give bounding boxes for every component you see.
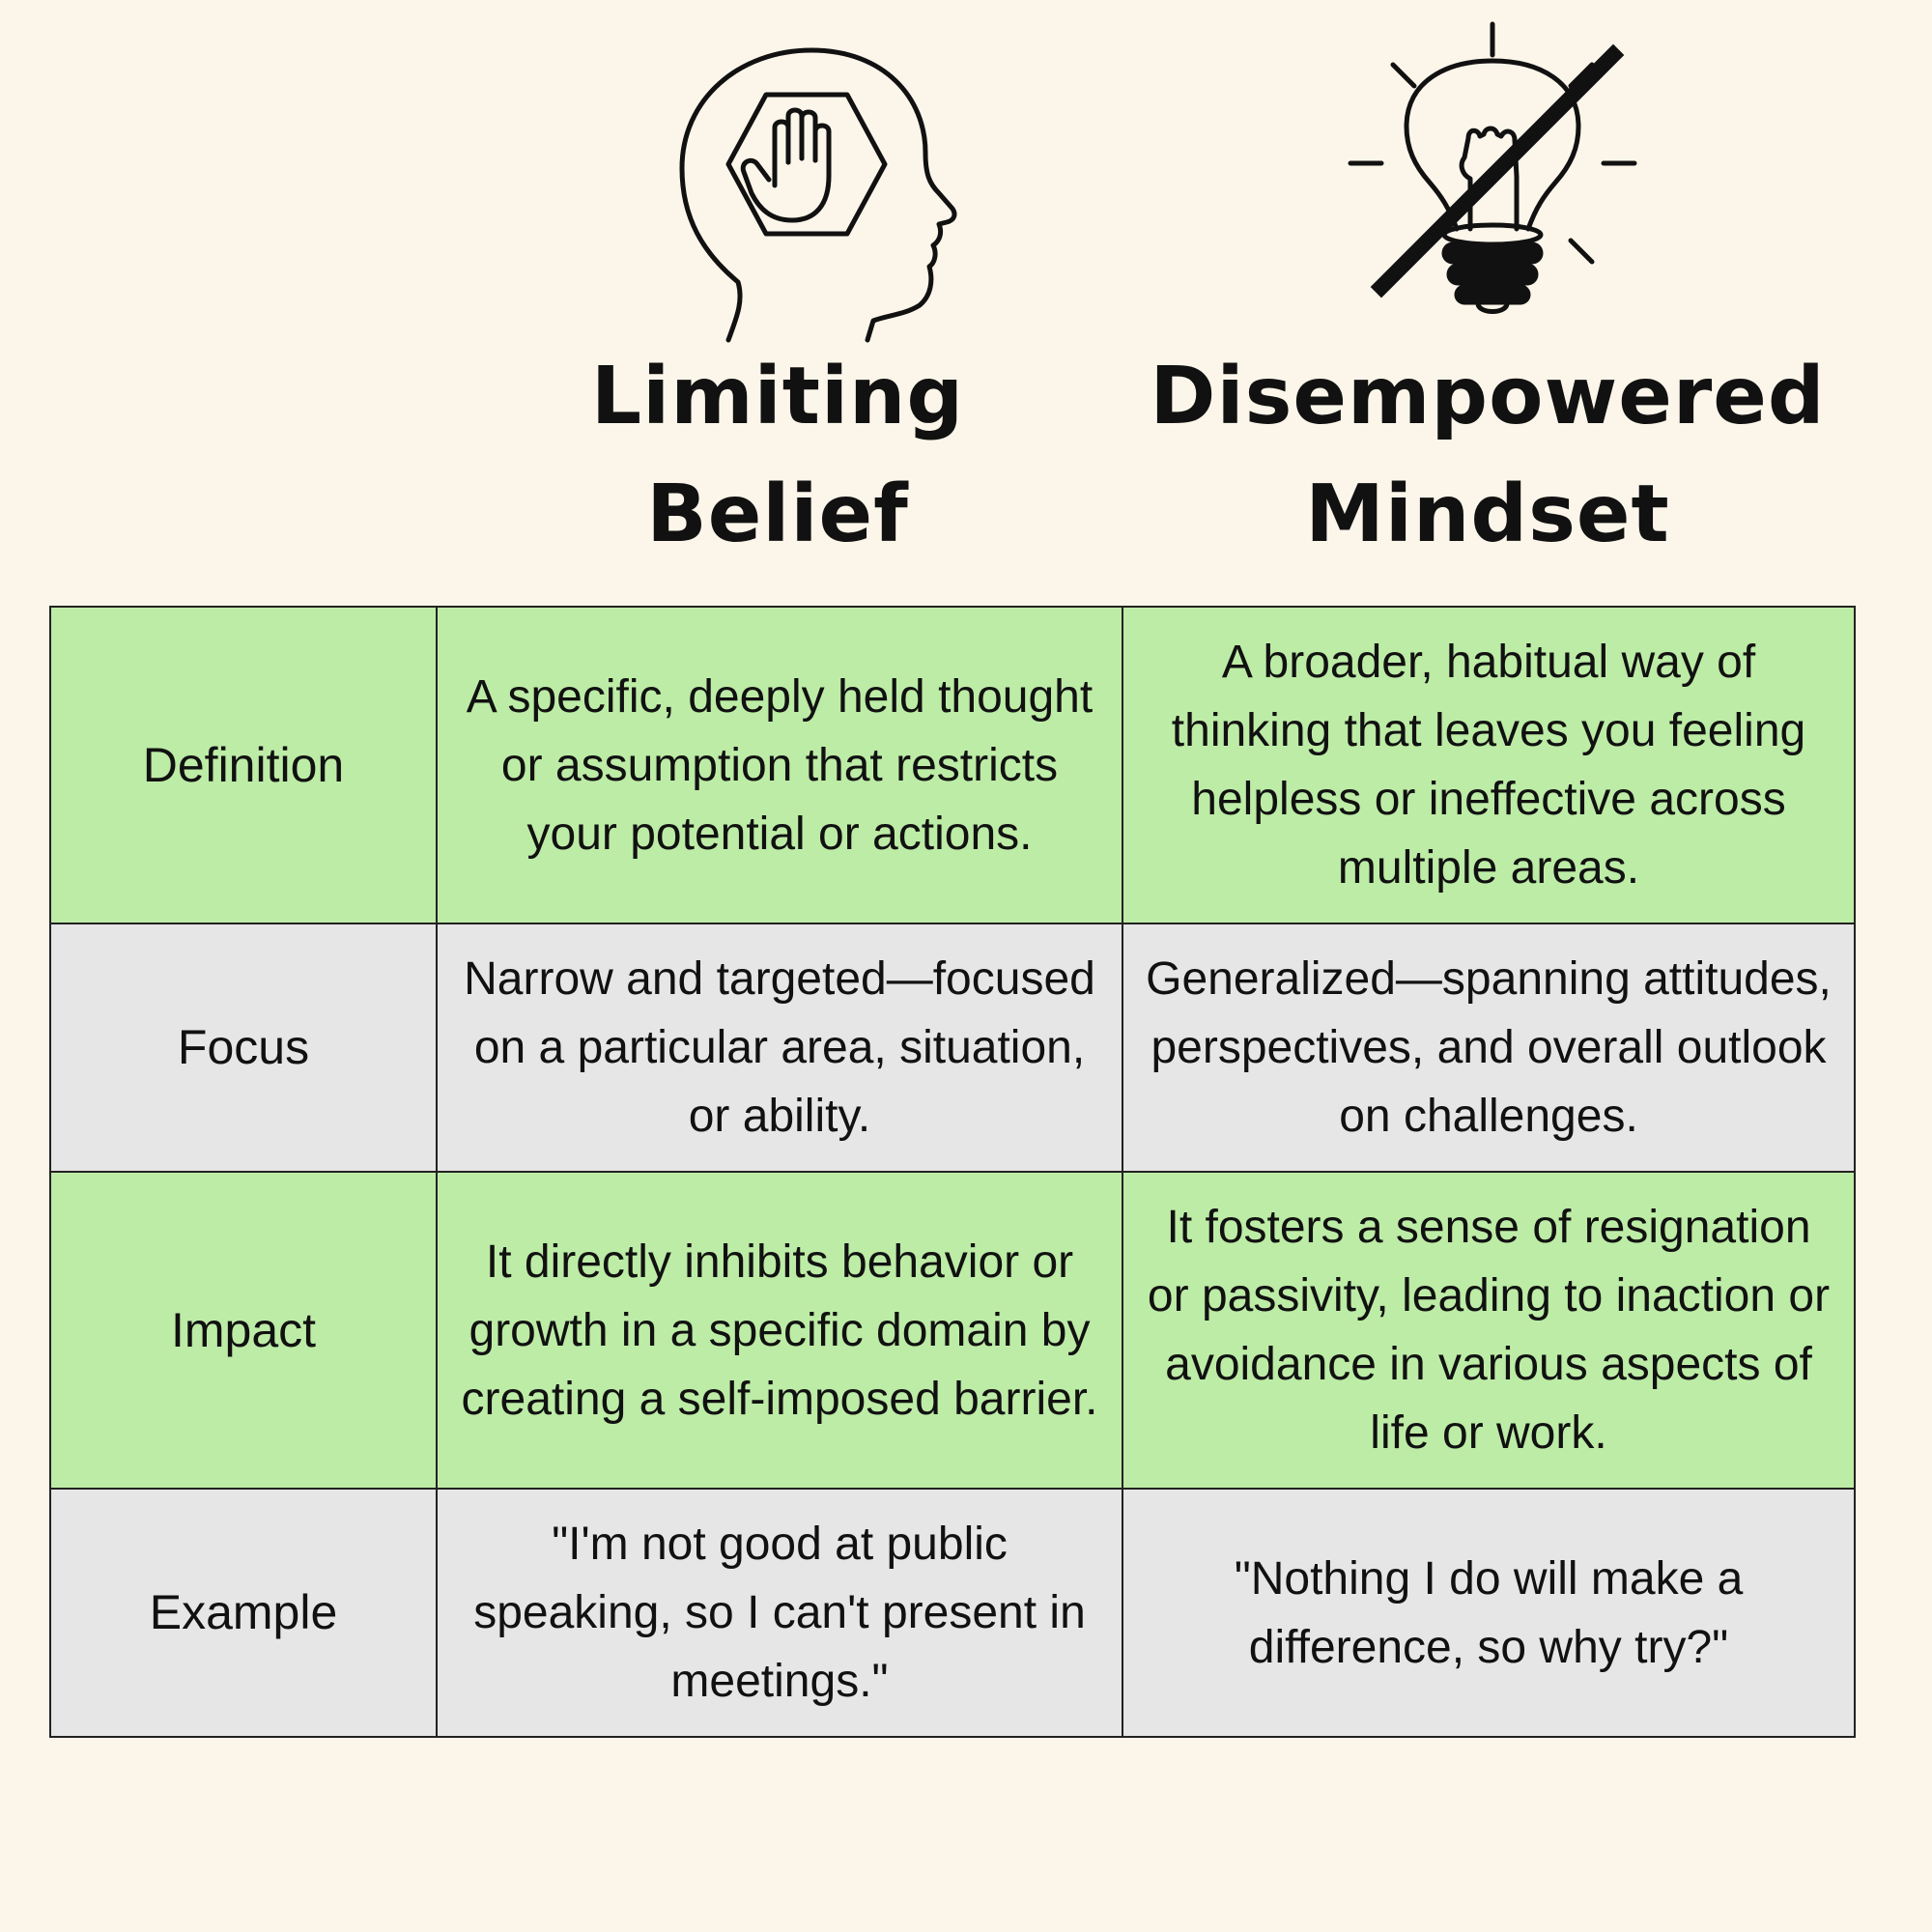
limiting-belief-heading-line2: Belief: [646, 469, 909, 560]
row-label: Impact: [49, 1171, 438, 1490]
limiting-belief-cell: A specific, deeply held thought or assum…: [436, 606, 1123, 924]
row-label: Definition: [49, 606, 438, 924]
table-row-focus: Focus Narrow and targeted—focused on a p…: [49, 923, 1856, 1173]
limiting-belief-heading-line1: Limiting: [590, 351, 965, 442]
disempowered-mindset-heading-line1: Disempowered: [1150, 351, 1826, 442]
row-label: Example: [49, 1488, 438, 1738]
disempowered-mindset-cell: It fosters a sense of resignation or pas…: [1122, 1171, 1856, 1490]
head-stop-hand-icon: [679, 47, 957, 343]
crossed-lightbulb-icon: [1348, 21, 1637, 314]
comparison-table: Definition A specific, deeply held thoug…: [49, 606, 1856, 1738]
row-label: Focus: [49, 923, 438, 1173]
limiting-belief-cell: It directly inhibits behavior or growth …: [436, 1171, 1123, 1490]
table-row-definition: Definition A specific, deeply held thoug…: [49, 606, 1856, 924]
limiting-belief-cell: Narrow and targeted—focused on a particu…: [436, 923, 1123, 1173]
table-row-impact: Impact It directly inhibits behavior or …: [49, 1171, 1856, 1490]
table-row-example: Example "I'm not good at public speaking…: [49, 1488, 1856, 1738]
disempowered-mindset-cell: "Nothing I do will make a difference, so…: [1122, 1488, 1856, 1738]
limiting-belief-cell: "I'm not good at public speaking, so I c…: [436, 1488, 1123, 1738]
disempowered-mindset-cell: A broader, habitual way of thinking that…: [1122, 606, 1856, 924]
disempowered-mindset-heading-line2: Mindset: [1305, 469, 1670, 560]
limiting-belief-heading: Limiting Belief: [435, 338, 1121, 574]
disempowered-mindset-cell: Generalized—spanning attitudes, perspect…: [1122, 923, 1856, 1173]
disempowered-mindset-heading: Disempowered Mindset: [1121, 338, 1855, 574]
